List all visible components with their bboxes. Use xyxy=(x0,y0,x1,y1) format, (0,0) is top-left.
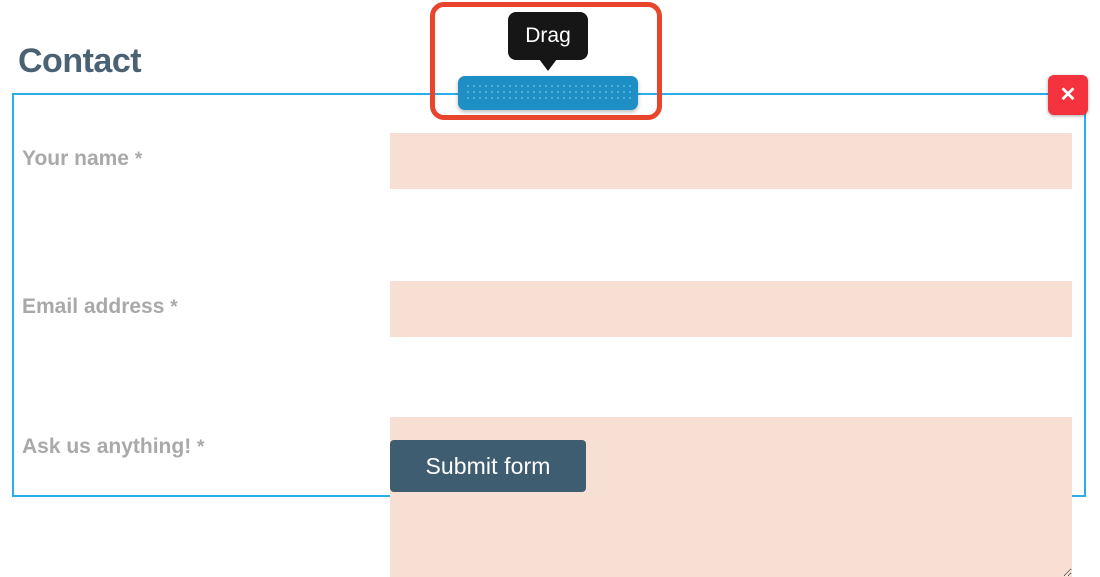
field-label-name-text: Your name xyxy=(22,147,129,170)
name-input[interactable] xyxy=(390,133,1072,189)
required-marker: * xyxy=(170,297,178,318)
required-marker: * xyxy=(197,437,205,458)
page-title: Contact xyxy=(18,42,142,80)
field-label-name: Your name * xyxy=(22,148,142,169)
form-row-email: Email address * xyxy=(14,188,1084,337)
email-input[interactable] xyxy=(390,281,1072,337)
field-label-message-text: Ask us anything! xyxy=(22,435,192,458)
submit-form-button[interactable]: Submit form xyxy=(390,440,586,492)
drag-handle[interactable] xyxy=(458,76,638,110)
form-row-name: Your name * xyxy=(14,114,1084,189)
field-label-email: Email address * xyxy=(22,296,178,317)
close-icon[interactable]: ✕ xyxy=(1048,75,1088,115)
field-label-message: Ask us anything! * xyxy=(22,436,204,457)
required-marker: * xyxy=(134,149,143,170)
drag-tooltip-label: Drag xyxy=(525,24,571,47)
tooltip-arrow-icon xyxy=(539,59,557,71)
drag-tooltip: Drag xyxy=(508,12,588,71)
form-row-message: Ask us anything! * xyxy=(14,256,1084,577)
contact-form-panel: Your name * Email address * Ask us anyth… xyxy=(12,93,1086,577)
drag-handle-grip-icon xyxy=(465,83,631,103)
field-label-email-text: Email address xyxy=(22,295,165,318)
